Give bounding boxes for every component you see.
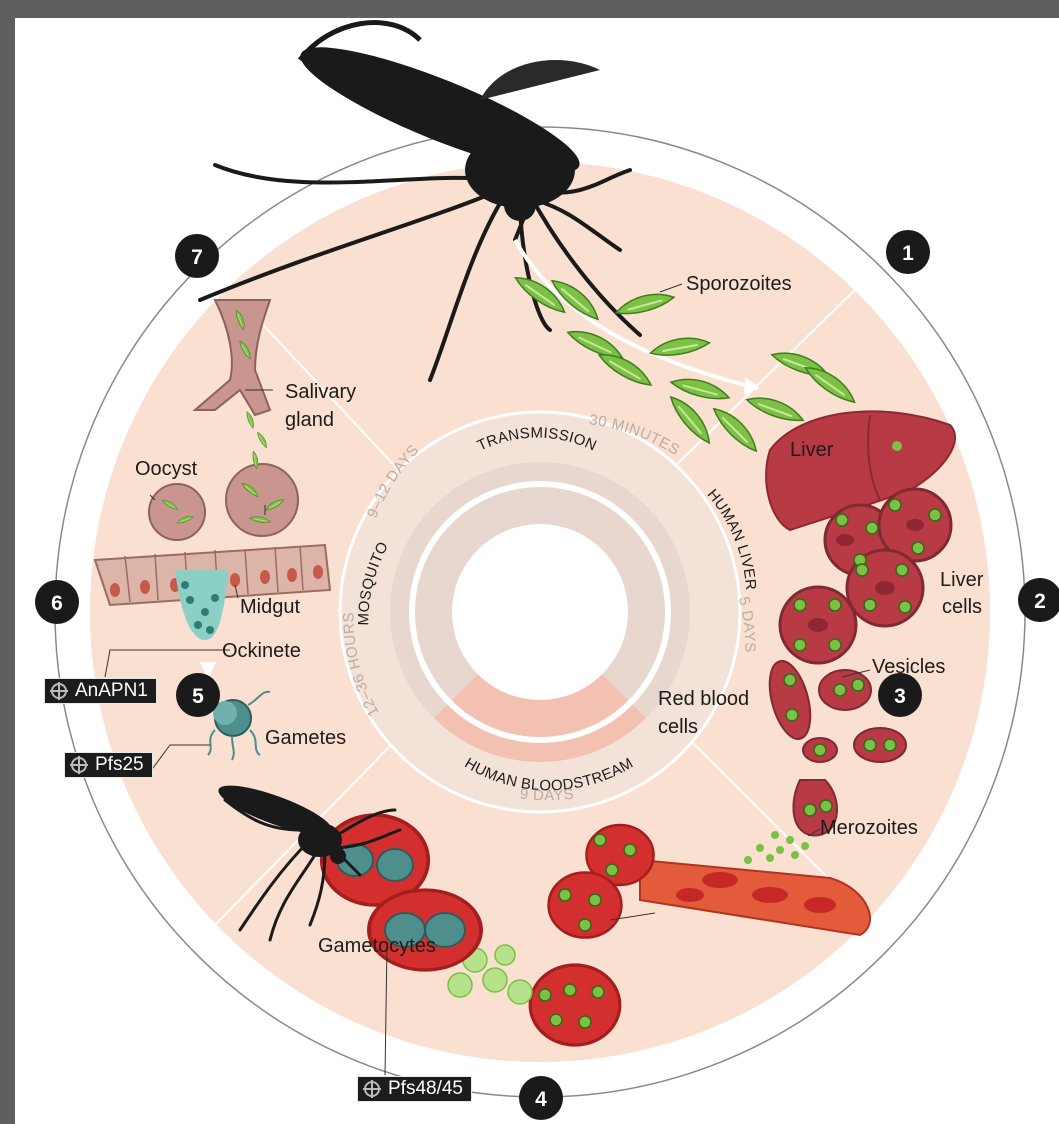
svg-text:3: 3 [894, 685, 906, 708]
label-ockinete: Ockinete [222, 640, 301, 662]
step-4: 4 [519, 1076, 563, 1120]
step-7: 7 [175, 234, 219, 278]
target-name: Pfs48/45 [388, 1076, 463, 1102]
target-crosshair-icon [69, 755, 89, 775]
target-name: Pfs25 [95, 752, 144, 778]
label-gametocytes: Gametocytes [318, 935, 436, 957]
center-hole [452, 524, 628, 700]
label-red-blood-cells-line1: Red blood [658, 688, 749, 710]
step-3-visible: 3 [878, 673, 922, 717]
svg-text:1: 1 [902, 242, 914, 265]
label-liver: Liver [790, 439, 834, 461]
label-salivary-line1: Salivary [285, 381, 356, 403]
label-gametes: Gametes [265, 727, 346, 749]
target-crosshair-icon [362, 1079, 382, 1099]
target-crosshair-icon [49, 681, 69, 701]
svg-text:2: 2 [1034, 590, 1046, 613]
target-tag-pfs25: Pfs25 [64, 752, 153, 778]
target-tag-pfs48-45: Pfs48/45 [357, 1076, 472, 1102]
svg-text:5: 5 [192, 685, 204, 708]
liver-parasite [892, 441, 902, 451]
label-oocyst: Oocyst [135, 458, 198, 480]
svg-text:7: 7 [191, 246, 203, 269]
step-1: 1 [886, 230, 930, 274]
target-name: AnAPN1 [75, 678, 148, 704]
duration-bloodstream: 9 DAYS [519, 786, 575, 805]
label-red-blood-cells-line2: cells [658, 716, 698, 738]
label-merozoites: Merozoites [820, 817, 918, 839]
step-6: 6 [35, 580, 79, 624]
label-liver-cells-line1: Liver [940, 569, 984, 591]
target-tag-anapn1: AnAPN1 [44, 678, 157, 704]
svg-text:6: 6 [51, 592, 63, 615]
label-midgut: Midgut [240, 596, 300, 618]
label-sporozoites: Sporozoites [686, 273, 792, 295]
svg-text:4: 4 [535, 1088, 547, 1111]
label-salivary-line2: gland [285, 409, 334, 431]
label-liver-cells-line2: cells [942, 596, 982, 618]
step-5-visible: 5 [176, 673, 220, 717]
label-vesicles: Vesicles [872, 656, 945, 678]
